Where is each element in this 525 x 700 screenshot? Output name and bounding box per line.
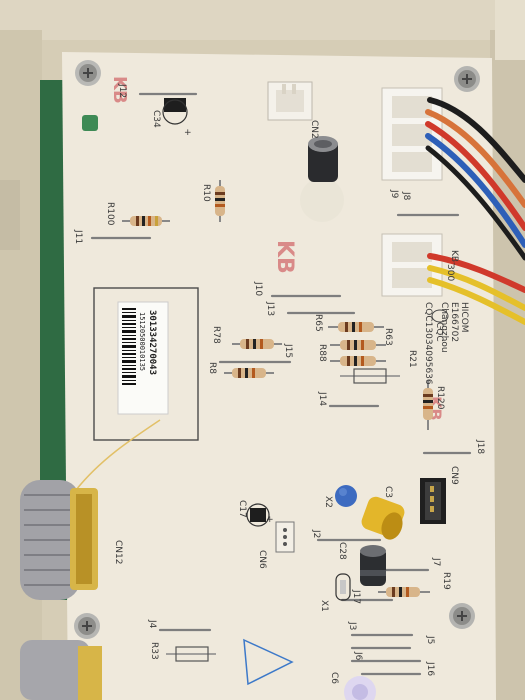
resistor-r8 (224, 368, 274, 378)
transistor-c34: + (162, 98, 192, 138)
ribbon-cable-bottom (20, 640, 102, 700)
resistor-r10 (215, 180, 225, 222)
silk-cj: KB- (449, 250, 459, 265)
housing-slot (0, 180, 20, 250)
wire-harness (425, 97, 525, 325)
connector-wire-bottom (381, 233, 443, 297)
resistor-r63 (330, 340, 386, 350)
resistor-r78 (232, 339, 282, 349)
silk-kb-mark: KB (272, 240, 297, 274)
glue-trail (75, 419, 161, 491)
board-hole (82, 115, 98, 131)
silk-j4: J4 (147, 619, 157, 629)
capacitor-c6 (344, 676, 376, 700)
silk-x1: X1 (319, 600, 329, 612)
resistor-r100 (122, 216, 170, 226)
maker-brand: HICOM (459, 302, 469, 333)
maker-line-3: CQC (434, 322, 444, 342)
maker-line-1: E166702 (449, 302, 459, 342)
silk-c34: C34 (151, 110, 161, 128)
silk-r100: R100 (105, 202, 115, 226)
silk-j11: J11 (73, 229, 83, 244)
maker-block: E166702 Changzhou CQC13034095636 HICOM C… (423, 302, 469, 385)
resistor-r21-outline (340, 368, 400, 384)
silk-cn2: CN2 (309, 120, 319, 139)
capacitor-large (300, 136, 344, 222)
capacitor-c3 (361, 496, 405, 540)
maker-line-2: Changzhou (439, 302, 449, 353)
capacitor-x2 (335, 485, 357, 507)
transistor-c17: + (246, 503, 274, 527)
silk-r63: R63 (383, 328, 393, 346)
silk-r78: R78 (211, 326, 221, 344)
svg-text:+: + (266, 515, 274, 525)
housing-top-rim (0, 0, 525, 40)
silk-j9: J9 (389, 189, 399, 199)
silk-j17: J17 (351, 589, 361, 604)
silk-j2: J2 (311, 529, 321, 538)
silk-j6: J6 (353, 651, 363, 661)
connector-cn6 (275, 521, 295, 553)
silk-c3: C3 (383, 486, 393, 498)
silk-x2: X2 (323, 496, 333, 508)
connector-cn9 (420, 478, 446, 524)
silk-j8: J8 (401, 191, 411, 201)
silk-j13: J13 (265, 301, 275, 316)
silk-j7: J7 (431, 557, 441, 566)
silk-r10: R10 (201, 184, 211, 202)
screw-top-left (75, 60, 101, 86)
ribbon-cable-cn12 (20, 480, 98, 600)
silk-cn12: CN12 (113, 540, 123, 564)
silk-r19: R19 (441, 572, 451, 590)
silk-c17: C17 (237, 500, 247, 518)
silk-kb-model: 300 (445, 264, 455, 281)
housing-corner (495, 0, 525, 60)
silk-c6: C6 (329, 672, 339, 684)
resistor-r19 (378, 587, 430, 597)
silk-j18: J18 (475, 439, 485, 454)
silk-j15: J15 (283, 343, 293, 358)
red-mark-top-left: KB (109, 76, 130, 104)
resistor-r88 (330, 356, 386, 366)
silk-j12: J12 (117, 83, 127, 98)
silk-r8: R8 (207, 362, 217, 374)
silk-j14: J14 (317, 391, 327, 406)
label-outline (93, 287, 199, 441)
silk-c28: C28 (337, 542, 347, 560)
triangle-badge (243, 638, 294, 686)
capacitor-c28 (360, 545, 386, 586)
screw-top-right (454, 66, 480, 92)
silk-j16: J16 (425, 661, 435, 676)
resistor-r65 (328, 322, 384, 332)
screw-bottom-right (449, 603, 475, 629)
connector-cn2 (267, 81, 313, 121)
silk-r120: R120 (435, 386, 445, 410)
crystal-x1 (335, 573, 351, 601)
svg-text:+: + (184, 128, 192, 138)
silk-j10: J10 (253, 281, 263, 296)
resistor-r120 (423, 380, 433, 430)
silk-r88: R88 (317, 344, 327, 362)
silk-cn9: CN9 (449, 466, 459, 485)
silk-j5: J5 (425, 635, 435, 644)
maker-line-4: CQC13034095636 (423, 302, 433, 385)
silk-cn6: CN6 (257, 550, 267, 569)
barcode-serial: 15120500010135 (138, 312, 146, 371)
silk-j3: J3 (347, 621, 357, 630)
screw-bottom-left (74, 613, 100, 639)
barcode-label: 30133427004З 15120500010135 (117, 301, 169, 415)
silk-r33: R33 (149, 642, 159, 660)
silk-r21: R21 (407, 350, 417, 368)
cqc-logo-icon (431, 309, 449, 323)
resistor-r33-outline (166, 646, 216, 662)
barcode-code: 30133427004З (147, 310, 157, 375)
silk-r65: R65 (313, 314, 323, 332)
jumper-wires (90, 92, 472, 676)
